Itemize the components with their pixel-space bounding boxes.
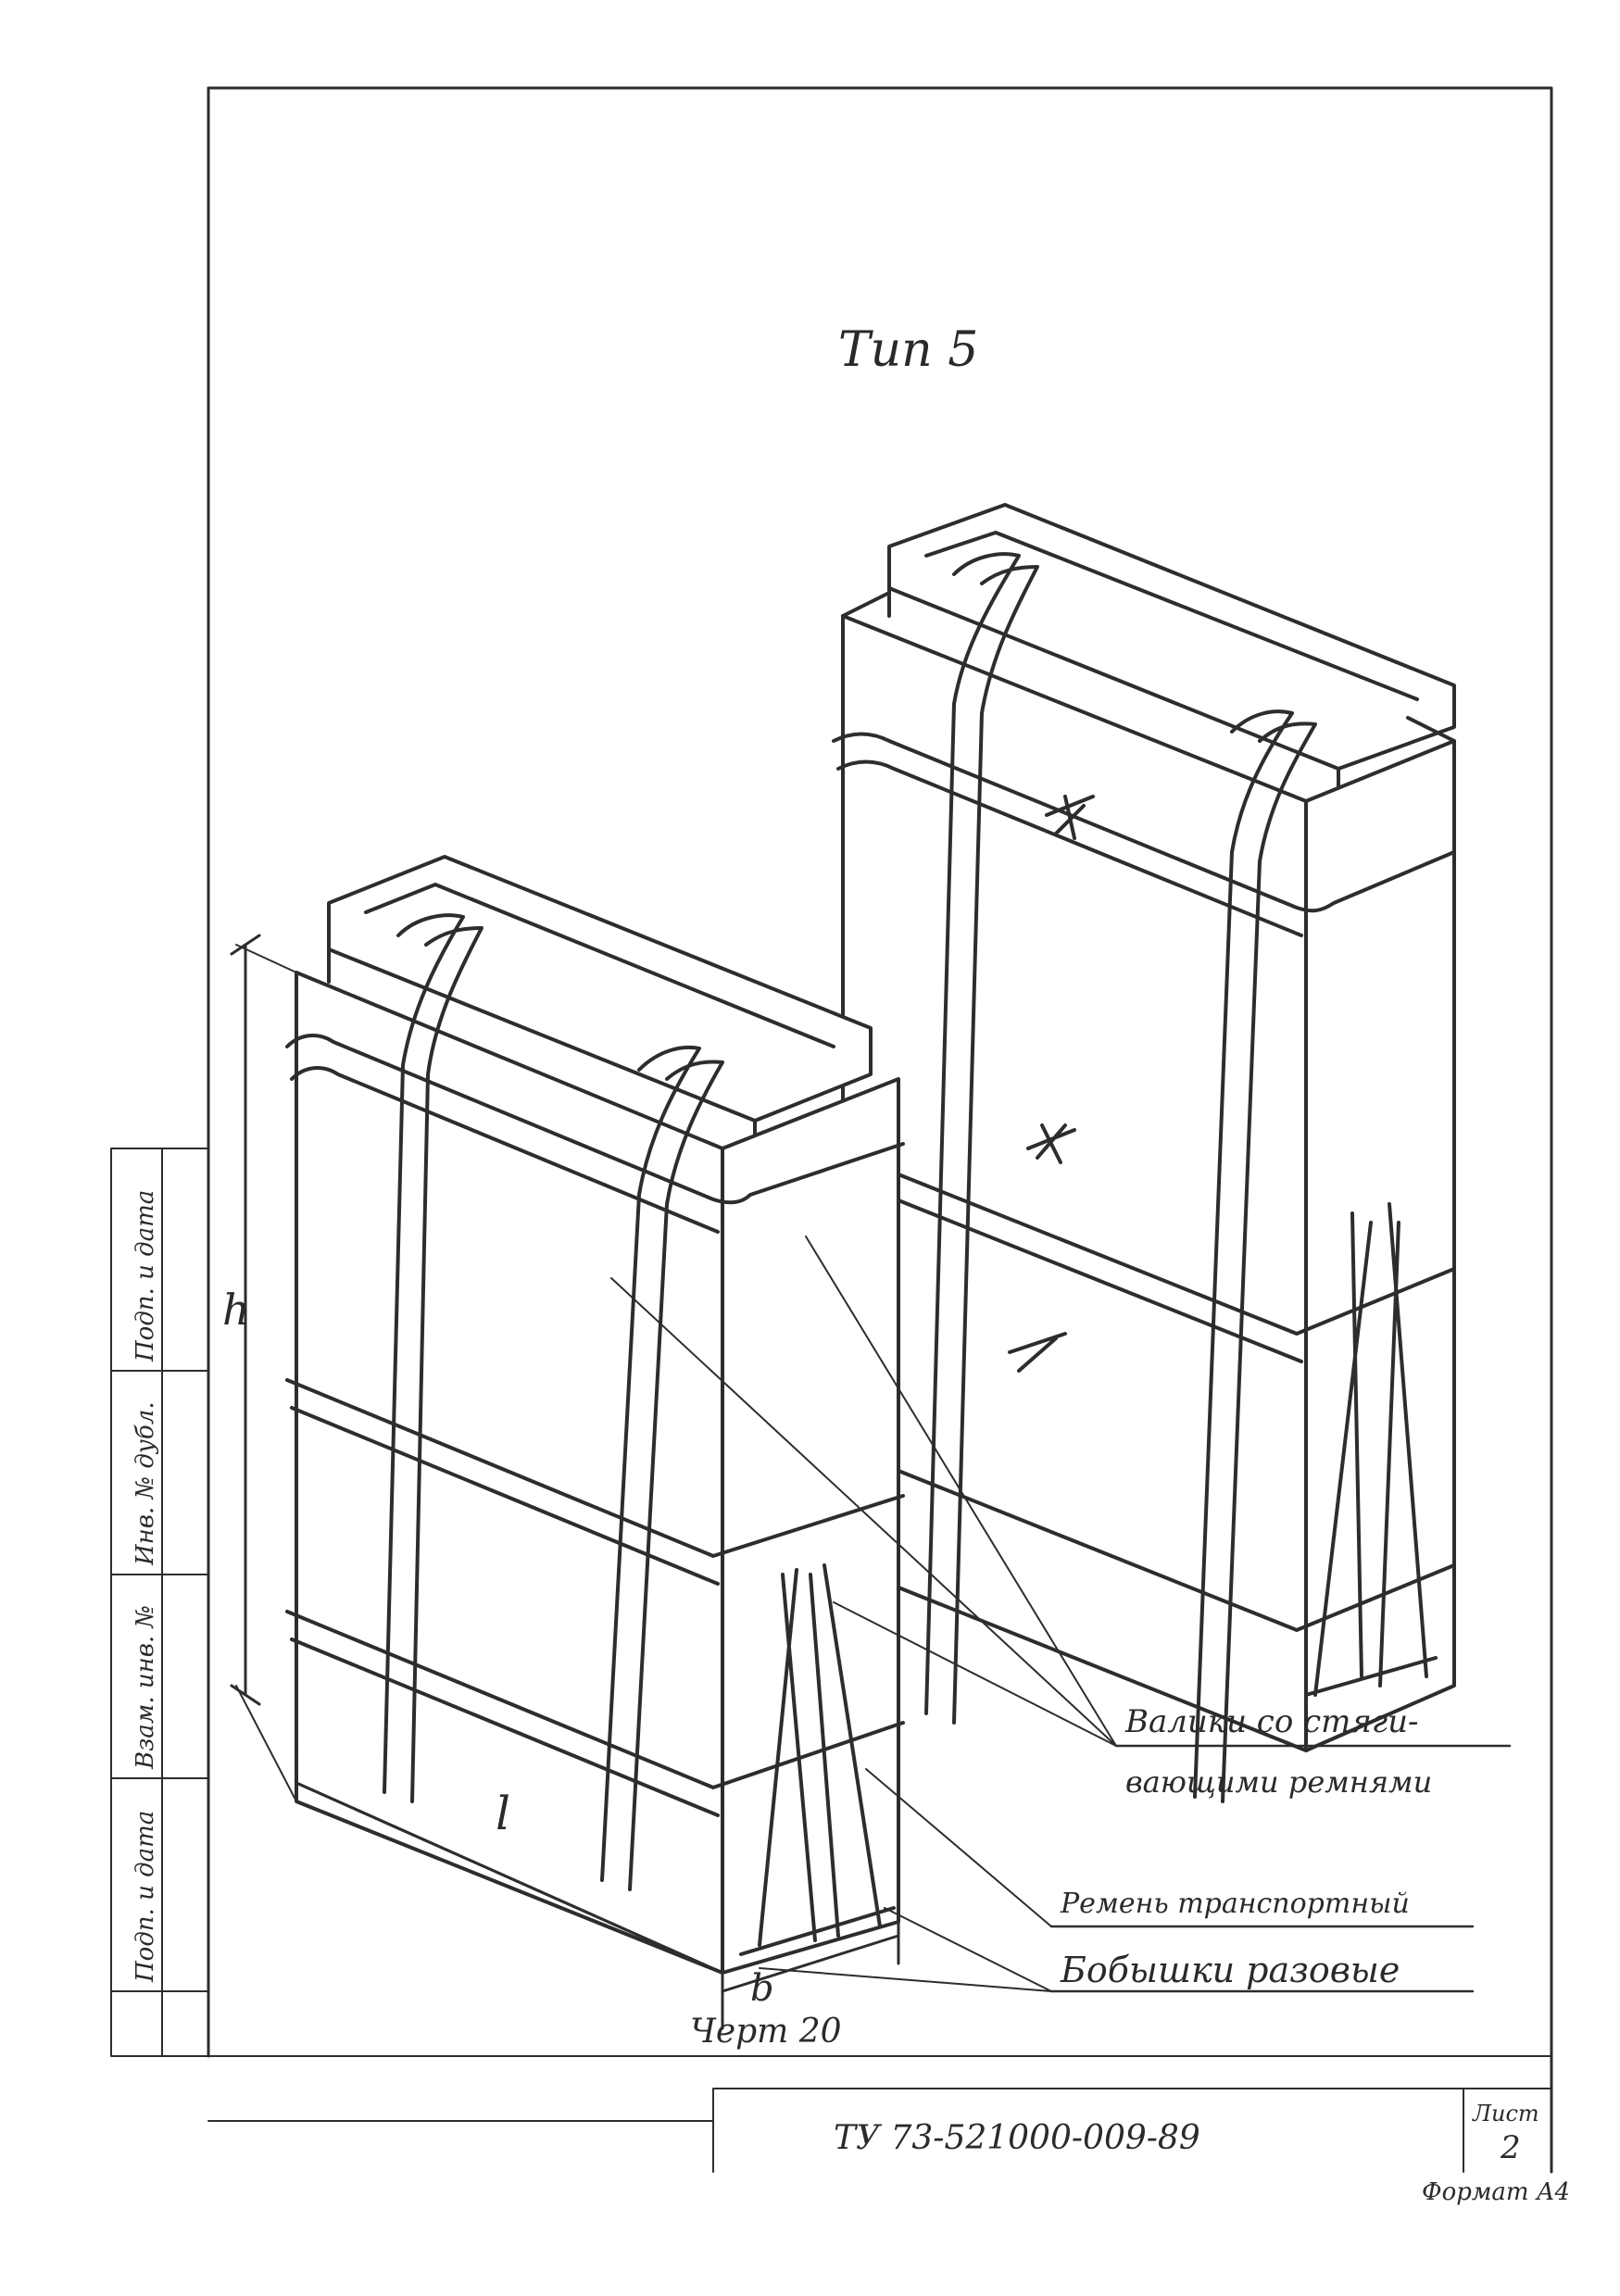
stamp-field-3: Инв. № дубл. <box>132 1401 159 1566</box>
dimensions: h l b <box>222 934 900 2030</box>
front-crate <box>285 855 905 1975</box>
back-crate <box>832 503 1456 1803</box>
callout-strap: Ремень транспортный <box>1060 1888 1410 1920</box>
sheet-frame <box>207 86 1553 2174</box>
stamp-field-1: Подп. и дата <box>132 1811 159 1983</box>
callout-rollers-line2: вающими ремнями <box>1125 1764 1432 1800</box>
sheet-number: 2 <box>1500 2129 1521 2166</box>
stamp-field-4: Подп. и дата <box>132 1190 159 1362</box>
sheet-note: Черт 20 <box>690 2013 842 2051</box>
leader-lines <box>610 1236 1512 1993</box>
callout-bosses: Бобышки разовые <box>1060 1950 1400 1990</box>
sheet-label: Лист <box>1472 2101 1539 2127</box>
side-stamp: Подп. и дата Инв. № дубл. Взам. инв. № П… <box>110 1148 209 2057</box>
stamp-field-2: Взам. инв. № <box>132 1605 159 1770</box>
dim-height-label: h <box>222 1285 250 1335</box>
dim-width-label: b <box>750 1967 774 2010</box>
format-label: Формат А4 <box>1422 2178 1570 2206</box>
doc-code: ТУ 73-521000-009-89 <box>834 2119 1200 2157</box>
dim-length-label: l <box>496 1787 510 1840</box>
callout-rollers-line1: Валики со стяги- <box>1124 1703 1419 1740</box>
drawing-title: Тип 5 <box>838 322 978 378</box>
